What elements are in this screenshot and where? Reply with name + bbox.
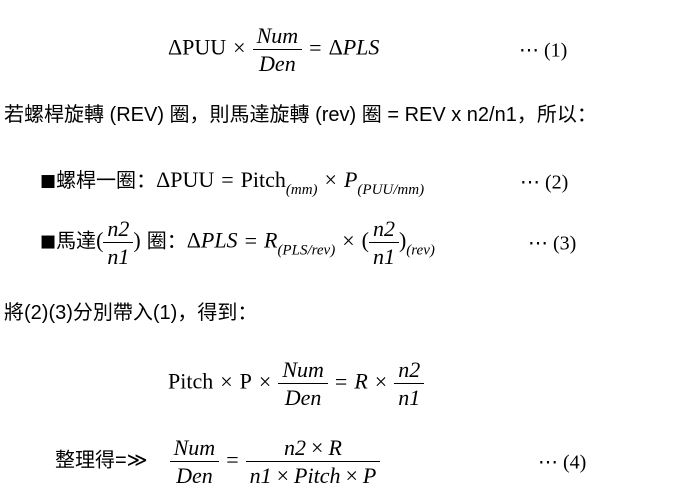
eq2-subscript-puu-mm: (PUU/mm) bbox=[357, 182, 425, 198]
eq3-open-paren-2: ( bbox=[361, 227, 369, 253]
eq1-lhs: ΔPUU bbox=[168, 34, 227, 60]
eq2-term-pitch: Pitch bbox=[240, 167, 286, 192]
eq1-rhs-variable: PLS bbox=[342, 34, 380, 60]
fraction-denominator: n1 bbox=[107, 244, 130, 270]
eq4-den-p: P bbox=[362, 463, 377, 489]
eq3-times-operator: × bbox=[342, 227, 355, 253]
eqc-term-r: R bbox=[354, 368, 368, 394]
eq2-equals-sign: = bbox=[221, 167, 234, 192]
eq4-den-times-1: × bbox=[276, 463, 290, 489]
equation-number-2: ⋯ (2) bbox=[520, 171, 569, 193]
eq2-colon: ： bbox=[136, 170, 157, 192]
eq3-lhs-variable: PLS bbox=[200, 227, 238, 253]
fraction-denominator: Den bbox=[284, 385, 322, 411]
eq3-close-paren-2: ) bbox=[398, 227, 407, 253]
bullet-square-icon: ■ bbox=[40, 231, 57, 252]
fraction-denominator: n1×Pitch×P bbox=[246, 462, 381, 487]
eq4-num-times: × bbox=[311, 435, 324, 460]
fraction-numerator: n2×R bbox=[245, 435, 381, 463]
eq4-num-n2: n2 bbox=[284, 435, 307, 460]
eq1-times-operator: × bbox=[233, 34, 246, 60]
eq3-label-turns: 圈 bbox=[146, 230, 167, 253]
eq2-term-p: P bbox=[343, 167, 358, 192]
paragraph-screw-rotation: 若螺桿旋轉 (REV) 圈，則馬達旋轉 (rev) 圈 = REV x n2/n… bbox=[4, 104, 597, 126]
eq2-lhs: ΔPUU bbox=[156, 167, 215, 192]
eq2-times-operator: × bbox=[324, 167, 337, 192]
eq4-lead-text: 整理得=≫ bbox=[55, 449, 148, 472]
bullet-square-icon: ■ bbox=[40, 171, 57, 191]
eqc-term-pitch: Pitch bbox=[168, 368, 214, 394]
eq2-subscript-mm: (mm) bbox=[285, 182, 318, 198]
equation-number-3: ⋯ (3) bbox=[528, 232, 577, 255]
eq4-num-r: R bbox=[328, 435, 342, 460]
eq4-equals-sign: = bbox=[226, 446, 239, 472]
eq2-label: 螺桿一圈 bbox=[56, 170, 137, 192]
eqc-equals-sign: = bbox=[334, 368, 348, 394]
fraction-numerator: n2 bbox=[103, 217, 134, 244]
fraction-denominator: n1 bbox=[372, 244, 395, 270]
eqc-times-3: × bbox=[374, 368, 388, 394]
fraction-numerator: Num bbox=[252, 24, 303, 51]
equation-number-1: ⋯ (1) bbox=[519, 39, 568, 62]
eqc-times-1: × bbox=[220, 368, 233, 394]
eq3-subscript-rev: (rev) bbox=[406, 242, 435, 259]
eqc-times-2: × bbox=[258, 368, 272, 394]
eq3-colon: ： bbox=[166, 230, 187, 253]
eq3-equals-sign: = bbox=[244, 227, 257, 253]
eq3-label: 馬達 bbox=[56, 230, 97, 253]
eq4-den-pitch: Pitch bbox=[294, 463, 341, 489]
eq4-den-n1: n1 bbox=[249, 463, 272, 489]
fraction-numerator: n2 bbox=[394, 358, 425, 385]
eq3-close-paren: ) bbox=[133, 227, 141, 253]
fraction-denominator: Den bbox=[259, 51, 296, 77]
equation-2: ■螺桿一圈：ΔPUU=Pitch(mm) ×P(PUU/mm) ⋯ (2) bbox=[0, 164, 697, 199]
eq3-lhs-delta: Δ bbox=[186, 227, 201, 253]
eqc-term-p: P bbox=[239, 368, 252, 394]
eq4-den-times-2: × bbox=[345, 463, 358, 489]
eq3-subscript-pls-rev: (PLS/rev) bbox=[277, 242, 336, 259]
eq3-term-r: R bbox=[263, 227, 278, 253]
fraction-denominator: Den bbox=[176, 463, 213, 489]
eq3-open-paren: ( bbox=[96, 227, 104, 253]
fraction-numerator: Num bbox=[278, 358, 328, 385]
fraction-numerator: Num bbox=[169, 436, 220, 463]
paragraph-substitute: 將(2)(3)分別帶入(1)，得到： bbox=[4, 302, 258, 324]
eq1-equals-sign: = bbox=[309, 34, 322, 60]
fraction-numerator: n2 bbox=[368, 217, 399, 244]
fraction-denominator: n1 bbox=[398, 385, 421, 411]
equation-number-4: ⋯ (4) bbox=[538, 451, 587, 474]
eq1-rhs-delta: Δ bbox=[328, 34, 343, 60]
